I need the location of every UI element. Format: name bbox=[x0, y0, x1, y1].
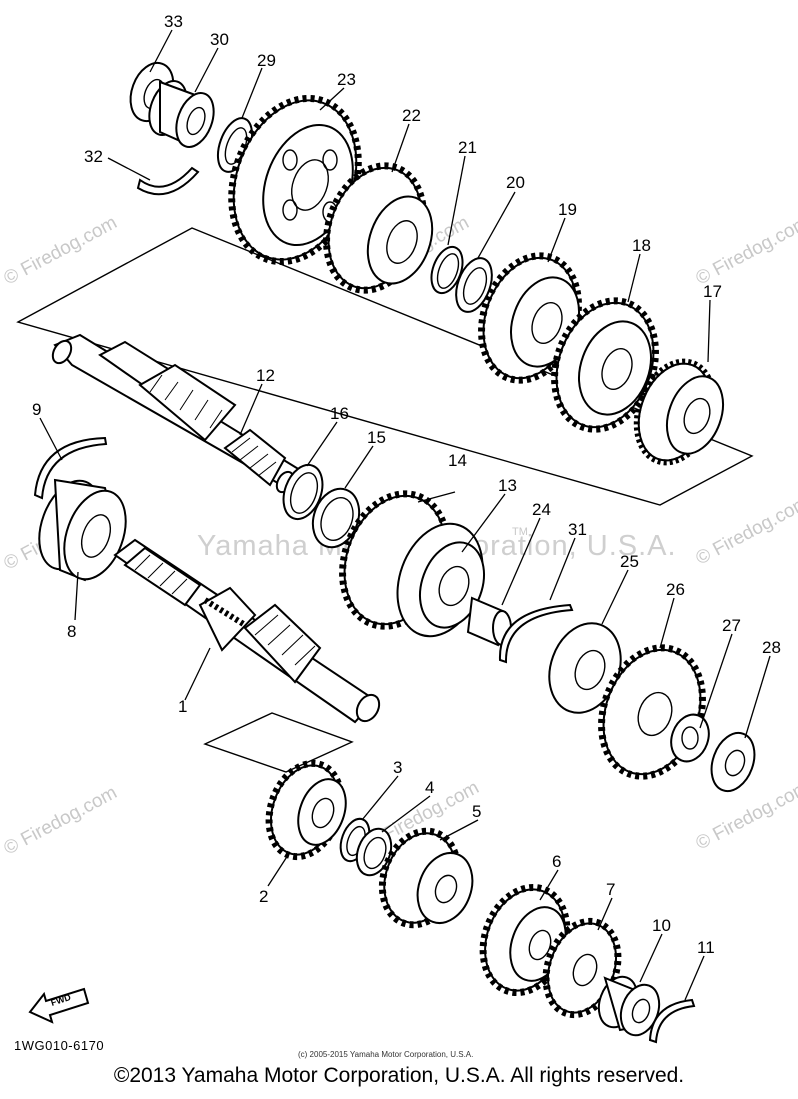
callout-6: 6 bbox=[552, 852, 561, 871]
part-9-circlip bbox=[33, 436, 108, 500]
part-30-bearing bbox=[148, 80, 215, 148]
callout-25: 25 bbox=[620, 552, 639, 571]
callout-29: 29 bbox=[257, 51, 276, 70]
callout-33: 33 bbox=[164, 12, 183, 31]
callout-10: 10 bbox=[652, 916, 671, 935]
firedog-watermark: © Firedog.com bbox=[692, 777, 798, 854]
part-10-bearing bbox=[597, 975, 661, 1037]
callout-13: 13 bbox=[498, 476, 517, 495]
callout-21: 21 bbox=[458, 138, 477, 157]
firedog-watermark: © Firedog.com bbox=[692, 492, 798, 569]
part-2-gear bbox=[265, 759, 347, 861]
part-16-circlip bbox=[282, 463, 324, 521]
firedog-watermark: © Firedog.com bbox=[692, 212, 798, 289]
callout-28: 28 bbox=[762, 638, 781, 657]
part-17-gear bbox=[633, 358, 725, 466]
callout-12: 12 bbox=[256, 366, 275, 385]
part-32-circlip bbox=[136, 166, 200, 196]
part-8-bearing bbox=[38, 478, 127, 582]
callout-11: 11 bbox=[697, 938, 715, 957]
footer-copyright: ©2013 Yamaha Motor Corporation, U.S.A. A… bbox=[113, 1064, 685, 1087]
callout-15: 15 bbox=[367, 428, 386, 447]
callout-20: 20 bbox=[506, 173, 525, 192]
firedog-watermark: © Firedog.com bbox=[0, 782, 120, 859]
callout-2: 2 bbox=[259, 887, 268, 906]
part-4-washer bbox=[355, 827, 393, 877]
part-27-lock-washer bbox=[670, 713, 710, 763]
callout-18: 18 bbox=[632, 236, 651, 255]
callout-1: 1 bbox=[178, 697, 187, 716]
callout-4: 4 bbox=[425, 778, 434, 797]
part-11-circlip bbox=[648, 998, 696, 1044]
part-13-gear bbox=[396, 522, 485, 638]
small-copyright: (c) 2005-2015 Yamaha Motor Corporation, … bbox=[298, 1050, 473, 1059]
diagram-code: 1WG010-6170 bbox=[14, 1038, 104, 1053]
part-7-gear bbox=[542, 917, 622, 1019]
leader-lines bbox=[39, 29, 771, 1001]
callout-7: 7 bbox=[606, 880, 615, 899]
countershaft-group-outline bbox=[16, 227, 754, 506]
callout-23: 23 bbox=[337, 70, 356, 89]
group-outlines bbox=[16, 227, 754, 773]
callout-14: 14 bbox=[448, 451, 467, 470]
callout-16: 16 bbox=[330, 404, 349, 423]
callout-30: 30 bbox=[210, 30, 229, 49]
trademark-watermark: TM bbox=[512, 526, 528, 538]
callout-22: 22 bbox=[402, 106, 421, 125]
part-28-nut bbox=[710, 731, 756, 793]
firedog-watermark: © Firedog.com bbox=[0, 212, 120, 289]
callout-19: 19 bbox=[558, 200, 577, 219]
callout-3: 3 bbox=[393, 758, 402, 777]
part-18-gear bbox=[551, 297, 659, 433]
part-12-shaft bbox=[51, 333, 302, 494]
part-5-gear bbox=[378, 827, 474, 929]
callout-27: 27 bbox=[722, 616, 741, 635]
part-15-washer bbox=[311, 487, 361, 549]
callout-9: 9 bbox=[32, 400, 41, 419]
callout-labels: 33 30 32 29 23 22 21 20 19 18 17 12 16 1… bbox=[32, 12, 781, 957]
main-axle-group-outline bbox=[203, 712, 354, 773]
part-22-gear bbox=[323, 162, 434, 294]
callout-24: 24 bbox=[532, 500, 551, 519]
part-1-shaft bbox=[113, 538, 381, 724]
fwd-arrow-icon: FWD bbox=[28, 987, 90, 1024]
callout-5: 5 bbox=[472, 802, 481, 821]
callout-26: 26 bbox=[666, 580, 685, 599]
callout-31: 31 bbox=[568, 520, 587, 539]
part-31-circlip bbox=[498, 603, 574, 664]
callout-17: 17 bbox=[703, 282, 722, 301]
callout-32: 32 bbox=[84, 147, 103, 166]
callout-8: 8 bbox=[67, 622, 76, 641]
